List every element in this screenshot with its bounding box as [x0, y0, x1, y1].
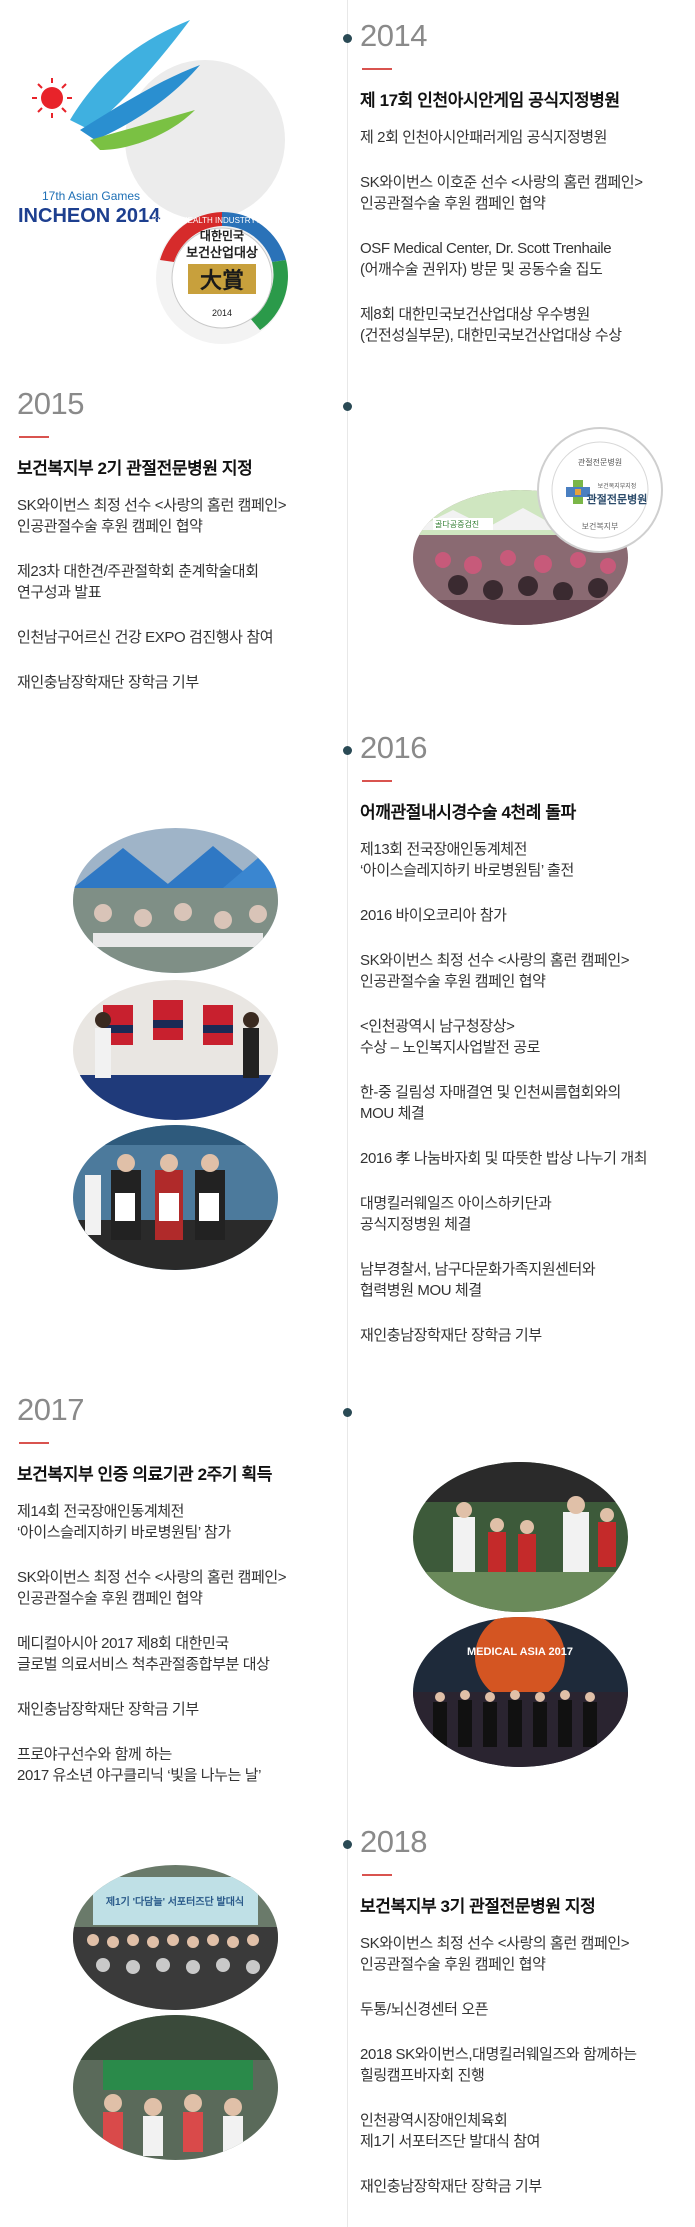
photo-police-mou: [73, 1125, 278, 1270]
award-line1: 대한민국: [200, 228, 244, 243]
year-label: 2016: [360, 730, 427, 765]
section-2015: 2015 보건복지부 2기 관절전문병원 지정 SK와이번스 최정 선수 <사랑…: [17, 386, 337, 717]
photo-hockey-team: [73, 980, 278, 1120]
list-item: 2016 바이오코리아 참가: [360, 907, 507, 924]
expo-banner-text: 골다공증검진: [435, 519, 479, 529]
section-2016: 2016 어깨관절내시경수술 4천례 돌파 제13회 전국장애인동계체전 ‘아이…: [360, 730, 690, 1370]
list-item: 대명킬러웨일즈 아이스하키단과 공식지정병원 체결: [360, 1195, 552, 1233]
section-2018: 2018 보건복지부 3기 관절전문병원 지정 SK와이번스 최정 선수 <사랑…: [360, 1824, 690, 2221]
photo-medical-asia: MEDICAL ASIA 2017: [413, 1617, 628, 1767]
list-item: 두통/뇌신경센터 오픈: [360, 2001, 489, 2018]
photo-supporters-ceremony: 제1기 '다담늘' 서포터즈단 발대식: [73, 1865, 278, 2010]
list-item: 재인충남장학재단 장학금 기부: [17, 674, 199, 691]
supporters-banner: 제1기 '다담늘' 서포터즈단 발대식: [106, 1895, 244, 1908]
list-item: 재인충남장학재단 장학금 기부: [360, 1327, 542, 1344]
list-item: 한-중 길림성 자매결연 및 인천씨름협회와의 MOU 체결: [360, 1084, 621, 1122]
section-2014: 2014 제 17회 인천아시안게임 공식지정병원 제 2회 인천아시안패러게임…: [360, 18, 690, 370]
logo-group-2014: 17th Asian Games INCHEON 2014 대한민국 보건산업대…: [10, 10, 340, 350]
list-item: 재인충남장학재단 장학금 기부: [360, 2178, 542, 2195]
list-item: 2018 SK와이번스,대명킬러웨일즈와 함께하는 힐링캠프바자회 진행: [360, 2046, 637, 2084]
list-item: 제23차 대한견/주관절학회 춘계학술대회 연구성과 발표: [17, 563, 259, 601]
section-headline: 보건복지부 2기 관절전문병원 지정: [17, 459, 253, 478]
year-label: 2017: [17, 1392, 84, 1427]
list-item: 제14회 전국장애인동계체전 ‘아이스슬레지하키 바로병원팀’ 참가: [17, 1503, 231, 1541]
asian-games-logo: 17th Asian Games INCHEON 2014 대한민국 보건산업대…: [18, 20, 292, 344]
seal-top-text: 관절전문병원: [578, 457, 622, 467]
section-2017: 2017 보건복지부 인증 의료기관 2주기 획득 제14회 전국장애인동계체전…: [17, 1392, 337, 1810]
list-item: SK와이번스 최정 선수 <사랑의 홈런 캠페인> 인공관절수술 후원 캠페인 …: [17, 1569, 287, 1607]
timeline-dot-2018: [343, 1840, 352, 1849]
seal-title: 관절전문병원: [587, 492, 648, 506]
year-underline: [362, 68, 392, 70]
section-headline: 제 17회 인천아시안게임 공식지정병원: [360, 91, 620, 110]
list-item: SK와이번스 최정 선수 <사랑의 홈런 캠페인> 인공관절수술 후원 캠페인 …: [17, 497, 287, 535]
list-item: 제8회 대한민국보건산업대상 우수병원 (건전성실부문), 대한민국보건산업대상…: [360, 306, 622, 344]
award-year: 2014: [212, 308, 232, 318]
list-item: <인천광역시 남구청장상> 수상 – 노인복지사업발전 공로: [360, 1018, 541, 1056]
award-line3: 大賞: [200, 268, 244, 294]
list-item: 프로야구선수와 함께 하는 2017 유소년 야구클리닉 ‘빛을 나누는 날’: [17, 1746, 262, 1784]
section-headline: 보건복지부 3기 관절전문병원 지정: [360, 1897, 596, 1916]
list-item: 인천광역시장애인체육회 제1기 서포터즈단 발대식 참여: [360, 2112, 541, 2150]
year-underline: [362, 1874, 392, 1876]
seal-sub-text: 보건복지부지정: [598, 482, 637, 490]
list-item: 제13회 전국장애인동계체전 ‘아이스슬레지하키 바로병원팀’ 출전: [360, 841, 574, 879]
photo-baseball-clinic: [413, 1462, 628, 1612]
specialty-hospital-seal: 관절전문병원 보건복지부지정 관절전문병원 보건복지부: [535, 425, 665, 555]
timeline-dot-2016: [343, 746, 352, 755]
list-item: 제 2회 인천아시안패러게임 공식지정병원: [360, 129, 608, 146]
photo-tent-event: [73, 828, 278, 973]
list-item: OSF Medical Center, Dr. Scott Trenhaile …: [360, 240, 612, 278]
list-item: SK와이번스 최정 선수 <사랑의 홈런 캠페인> 인공관절수술 후원 캠페인 …: [360, 952, 630, 990]
list-item: SK와이번스 이호준 선수 <사랑의 홈런 캠페인> 인공관절수술 후원 캠페인…: [360, 174, 643, 212]
year-label: 2018: [360, 1824, 427, 1859]
year-label: 2014: [360, 18, 427, 53]
list-item: 메디컬아시아 2017 제8회 대한민국 글로벌 의료서비스 척추관절종합부분 …: [17, 1635, 270, 1673]
section-headline: 어깨관절내시경수술 4천례 돌파: [360, 803, 576, 822]
timeline-dot-2015: [343, 402, 352, 411]
list-item: 인천남구어르신 건강 EXPO 검진행사 참여: [17, 629, 274, 646]
timeline-line: [347, 0, 348, 2227]
list-item: 2016 孝 나눔바자회 및 따뜻한 밥상 나누기 개최: [360, 1150, 648, 1167]
list-item: 재인충남장학재단 장학금 기부: [17, 1701, 199, 1718]
medical-asia-sign: MEDICAL ASIA 2017: [467, 1646, 573, 1658]
award-line2: 보건산업대상: [186, 245, 258, 260]
timeline-dot-2017: [343, 1408, 352, 1417]
list-item: 남부경찰서, 남구다문화가족지원센터와 협력병원 MOU 체결: [360, 1261, 596, 1299]
asian-games-line1: 17th Asian Games: [42, 189, 140, 203]
year-underline: [362, 780, 392, 782]
year-label: 2015: [17, 386, 84, 421]
asian-games-line2: INCHEON 2014: [18, 205, 161, 227]
award-ring-text: KOREA HEALTH INDUSTRY AWARDS: [152, 216, 292, 225]
year-underline: [19, 436, 49, 438]
list-item: SK와이번스 최정 선수 <사랑의 홈런 캠페인> 인공관절수술 후원 캠페인 …: [360, 1935, 630, 1973]
seal-ring-text: 보건복지부: [582, 521, 619, 531]
timeline-dot-2014: [343, 34, 352, 43]
section-headline: 보건복지부 인증 의료기관 2주기 획득: [17, 1465, 272, 1484]
photo-healing-camp-bazaar: [73, 2015, 278, 2160]
year-underline: [19, 1442, 49, 1444]
health-industry-award-seal: 대한민국 보건산업대상 大賞 2014 KOREA HEALTH INDUSTR…: [152, 211, 292, 344]
